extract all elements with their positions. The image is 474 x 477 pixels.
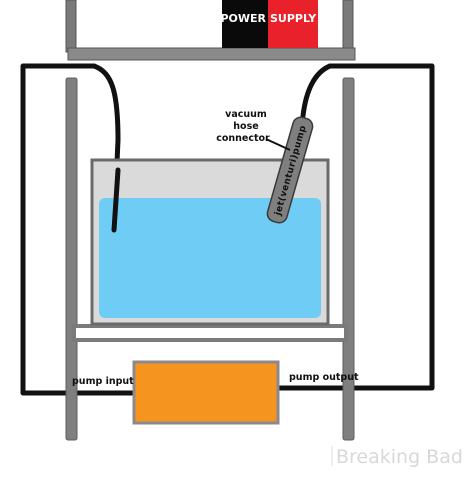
watermark-text: Breaking Bad xyxy=(336,446,463,468)
power-supply-positive-terminal xyxy=(268,0,318,48)
stand-frame xyxy=(65,77,355,441)
top-frame xyxy=(65,0,356,61)
wire-in-water xyxy=(111,167,121,233)
vacuum-label-line2: hose xyxy=(233,121,258,132)
top-frame-shelf xyxy=(67,47,356,61)
top-frame-right-post xyxy=(342,0,354,53)
pump-input-label: pump input xyxy=(72,376,134,387)
pump-output-label: pump output xyxy=(289,372,359,383)
jet-pump-body xyxy=(266,116,314,224)
vacuum-pointer-line xyxy=(265,138,291,151)
power-supply: POWER SUPPLY xyxy=(220,0,318,48)
power-supply-negative-terminal xyxy=(222,0,268,48)
pump-body xyxy=(132,360,280,425)
vacuum-label-line3: connector xyxy=(216,133,270,144)
vacuum-label-line1: vacuum xyxy=(225,109,267,120)
wire-right-loop xyxy=(277,63,435,391)
watermark: Breaking Bad xyxy=(331,446,463,468)
power-label: POWER xyxy=(220,12,266,25)
wire-left-loop xyxy=(20,63,140,396)
stand-left-post xyxy=(65,77,78,441)
vacuum-hose-callout: vacuum hose connector xyxy=(216,109,291,151)
stand-right-post xyxy=(342,77,355,441)
wire-into-tank xyxy=(91,63,121,233)
stand-shelf xyxy=(72,324,348,342)
wiring xyxy=(20,63,435,396)
supply-label: SUPPLY xyxy=(270,12,317,25)
bottom-pump: pump input pump output xyxy=(72,360,359,425)
tank-water xyxy=(99,198,321,318)
wire-to-jet-pump xyxy=(300,63,333,119)
top-frame-left-post xyxy=(65,0,77,53)
